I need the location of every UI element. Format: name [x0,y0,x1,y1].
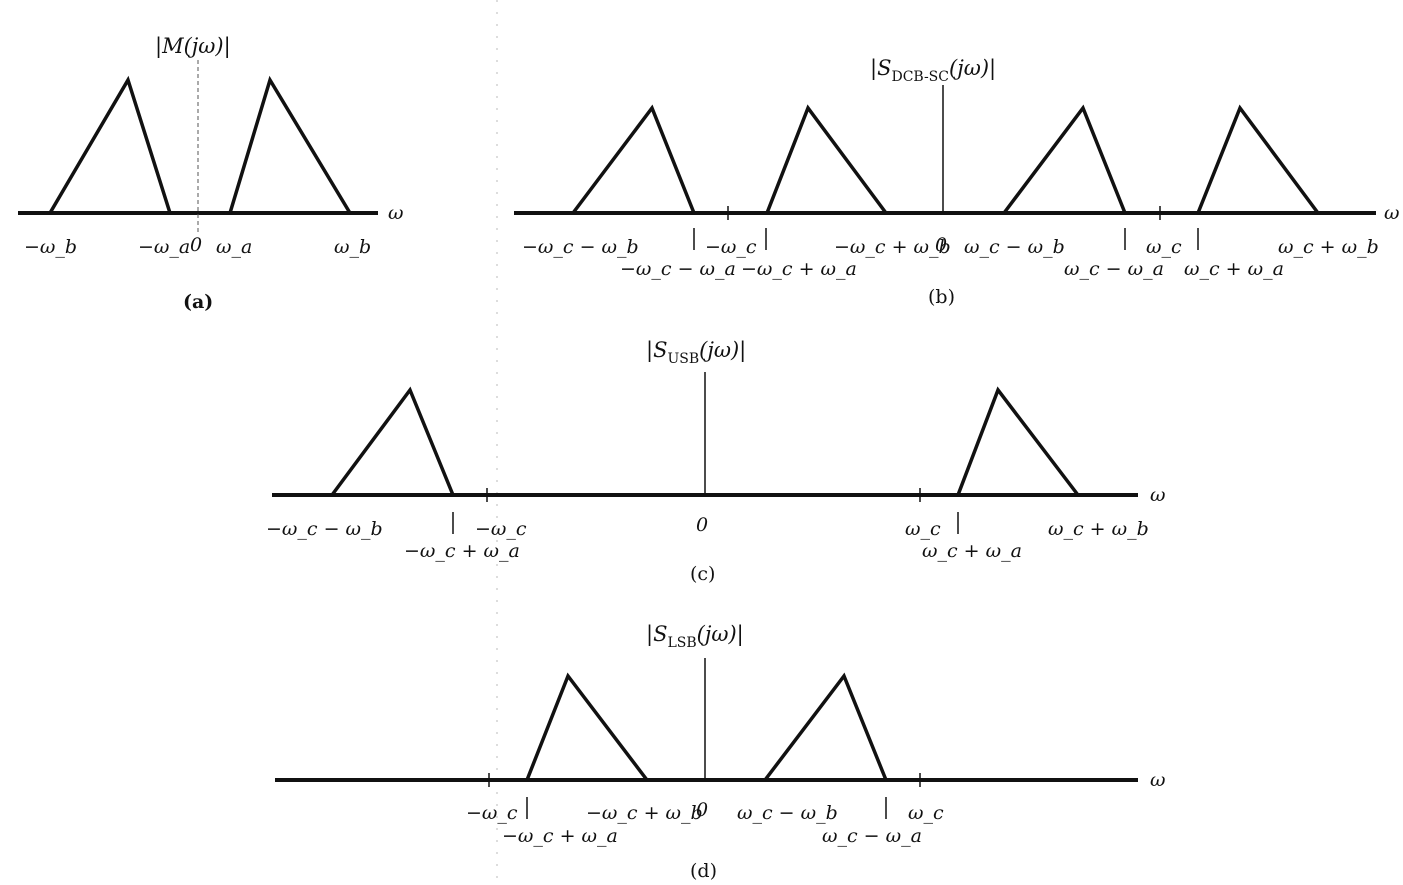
panel-b-label: ω_c + ω_a [1184,258,1284,280]
panel-c-axis-symbol: ω [1150,484,1166,506]
panel-b-lobe [1196,104,1320,215]
panel-b-label: −ω_c − ω_a [620,258,736,280]
panel-c: |SUSB(jω)| ω −ω_c − ω_b −ω_c −ω_c + ω_a … [266,338,1166,585]
panel-b-lobe [1002,104,1127,215]
panel-a-label: ω_b [334,236,371,258]
panel-d-lobe [525,672,649,782]
panel-b-label: ω_c + ω_b [1278,236,1379,258]
panel-d-lobe [763,672,888,782]
panel-d-label: −ω_c [466,802,518,824]
panel-b-label: ω_c [1146,236,1182,258]
panel-c-title: |SUSB(jω)| [646,338,746,367]
panel-a-label: ω_a [216,236,252,258]
panel-c-label: ω_c + ω_b [1048,518,1149,540]
panel-b-label: −ω_c + ω_b [834,236,951,258]
panel-a-label: −ω_b [24,236,77,258]
panel-b-title: |SDCB-SC(jω)| [870,56,996,85]
panel-a: |M(jω)| ω −ω_b −ω_a 0 ω_a ω_b (a) [18,34,404,313]
panel-d-label: −ω_c + ω_b [586,802,703,824]
panel-d-label: −ω_c + ω_a [502,825,618,847]
panel-b-label: −ω_c − ω_b [522,236,639,258]
panel-c-label: −ω_c [475,518,527,540]
panel-b-label: ω_c − ω_b [964,236,1065,258]
panel-d: |SLSB(jω)| ω −ω_c −ω_c + ω_a −ω_c + ω_b … [275,622,1166,882]
panel-a-left-lobe [48,75,172,214]
panel-a-caption: (a) [183,291,213,313]
panel-b-label: ω_c − ω_a [1064,258,1164,280]
panel-a-label: 0 [190,234,202,256]
panel-d-title: |SLSB(jω)| [646,622,744,651]
panel-c-label: −ω_c + ω_a [404,540,520,562]
panel-d-label: 0 [696,799,708,821]
panel-b-label: −ω_c [705,236,757,258]
panel-d-label: ω_c − ω_b [737,802,838,824]
panel-a-title: |M(jω)| [155,34,231,59]
panel-d-label: ω_c [908,802,944,824]
panel-d-caption: (d) [690,860,717,882]
panel-b-axis-symbol: ω [1384,202,1400,224]
panel-b: |SDCB-SC(jω)| ω −ω_c − ω_b −ω_c −ω_c − ω… [514,56,1400,308]
panel-b-label: 0 [935,234,947,256]
panel-c-label: ω_c + ω_a [922,540,1022,562]
panel-a-right-lobe [228,75,352,214]
panel-d-label: ω_c − ω_a [822,825,922,847]
panel-d-axis-symbol: ω [1150,769,1166,791]
panel-b-label: −ω_c + ω_a [741,258,857,280]
panel-c-lobe [330,386,455,497]
panel-b-lobe [765,104,888,215]
panel-c-label: ω_c [905,518,941,540]
panel-c-label: 0 [696,514,708,536]
panel-b-caption: (b) [928,286,955,308]
panel-c-lobe [956,386,1080,497]
panel-a-axis-symbol: ω [388,202,404,224]
panel-b-lobe [571,104,696,215]
panel-a-label: −ω_a [138,236,190,258]
panel-c-label: −ω_c − ω_b [266,518,383,540]
panel-c-caption: (c) [690,563,715,585]
